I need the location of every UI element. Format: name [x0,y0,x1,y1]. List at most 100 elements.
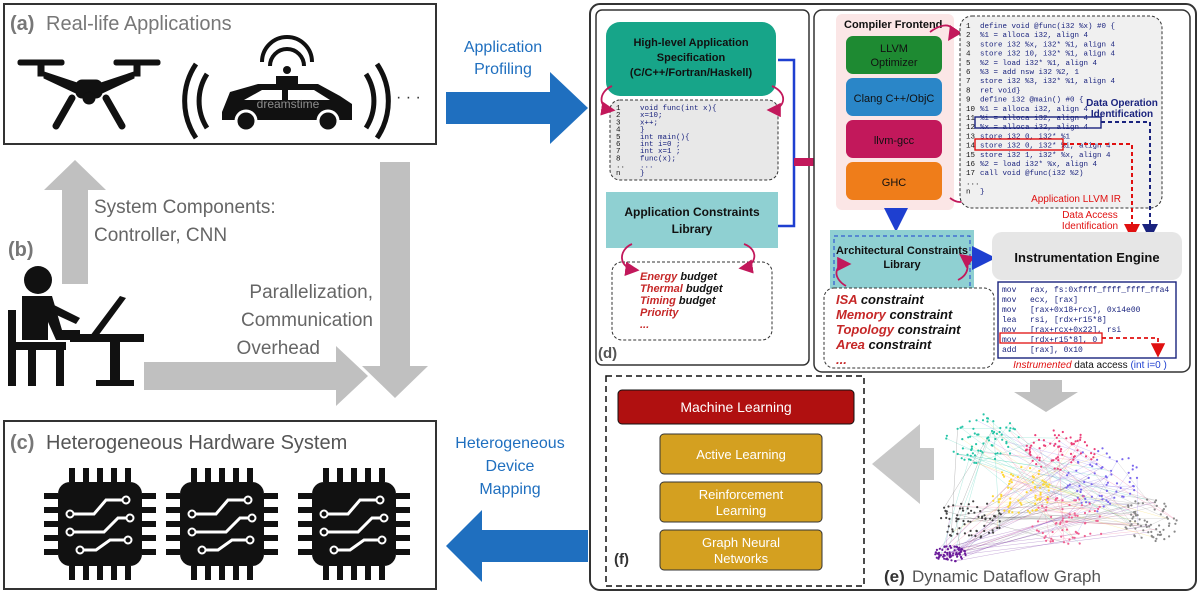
autonomous-car-icon: dreamstime [182,35,391,140]
graph-node [1007,505,1010,508]
graph-node [980,516,984,520]
graph-node [1029,450,1032,454]
ml-title: Machine Learning [680,399,791,415]
chip-pin [166,493,180,499]
chip-body [180,482,264,566]
llvm-ir-box [959,15,1163,209]
ir-line: %1 = alloca i32, align 4 [980,32,1089,40]
graph-node [1059,468,1062,471]
graph-node [1031,509,1034,512]
graph-node [952,552,955,555]
graph-node [1131,517,1134,520]
graph-node [1107,500,1110,504]
graph-edge [1006,441,1097,465]
asm-args: [rax], 0x10 [1030,346,1083,355]
graph-edge [950,532,994,548]
graph-edge [942,435,1059,551]
graph-node [956,452,959,456]
graph-node [938,554,941,557]
graph-node [967,520,970,523]
ir-line-number: 12 [966,124,975,132]
ir-line: store i32 10, i32* %1, align 4 [980,51,1116,59]
graph-node [1080,488,1083,491]
graph-node [1053,444,1056,447]
dataflow-graph [934,413,1178,563]
graph-edge [957,500,1076,516]
graph-node [1046,497,1049,500]
graph-node [1034,434,1037,437]
spec-block [606,22,776,96]
ir-line: %3 = add nsw i32 %2, 1 [980,69,1080,77]
graph-edge [993,482,1012,501]
chip-pin [205,468,211,482]
ml-item-line1: Graph Neural [702,535,780,550]
graph-node [1002,473,1005,476]
budget-rest: budget [683,283,724,295]
graph-node [995,432,999,435]
graph-node [1025,444,1028,447]
graph-node [981,419,985,422]
arch-item: ... [836,352,847,367]
graph-node [970,445,974,448]
graph-node [1140,536,1143,539]
graph-node [1148,525,1151,528]
chip-node [121,495,131,505]
graph-edge [1010,474,1070,518]
chip-node [247,513,257,523]
graph-node [975,461,978,465]
graph-node [1019,501,1022,504]
graph-node [1060,448,1063,451]
graph-node [952,450,955,453]
graph-node [1074,440,1077,443]
graph-node [1174,522,1177,525]
chip-node [75,545,85,555]
chip-pin [351,468,357,482]
graph-node [1113,496,1116,499]
chip-pin [298,493,312,499]
graph-node [1040,465,1043,468]
graph-node [1057,459,1060,462]
graph-node [1016,475,1020,479]
graph-node [1084,455,1088,458]
instrumented-line: Instrumented data access (int i=0 ) [1013,360,1167,371]
graph-node [1005,426,1008,429]
graph-node [987,531,991,534]
asm-op: mov [1002,306,1017,315]
chip-pin [44,507,58,513]
graph-node [983,514,986,517]
asm-op: mov [1002,296,1017,305]
graph-node [1093,509,1096,513]
panel-a-frame [3,3,437,145]
graph-node [1119,486,1122,490]
chip-body [58,482,142,566]
graph-node [1048,483,1051,486]
graph-node [1046,501,1049,504]
graph-node [1029,467,1032,470]
profiling-line1: Application [464,39,542,56]
graph-node [1041,531,1044,535]
graph-node [1017,499,1020,502]
compiler-title: Compiler Frontend [844,19,942,31]
graph-node [1090,458,1093,461]
graph-node [963,532,967,535]
graph-edge [1044,484,1157,501]
arch-item: Area constraint [835,337,932,352]
graph-edge [1091,483,1169,519]
graph-node [956,427,959,430]
graph-node [1154,539,1157,543]
graph-node [1067,542,1070,545]
graph-node [1045,484,1048,487]
graph-node [1088,510,1091,513]
graph-node [1069,436,1072,439]
graph-node [1149,523,1152,526]
graph-node [1095,463,1098,466]
graph-edge [1045,476,1106,537]
graph-node [973,454,977,457]
graph-node [1053,467,1056,470]
graph-edge [958,512,1135,520]
chip-pin [44,535,58,541]
graph-node [1079,433,1082,436]
graph-node [1096,458,1099,461]
graph-node [1037,506,1040,509]
graph-node [1172,517,1175,520]
